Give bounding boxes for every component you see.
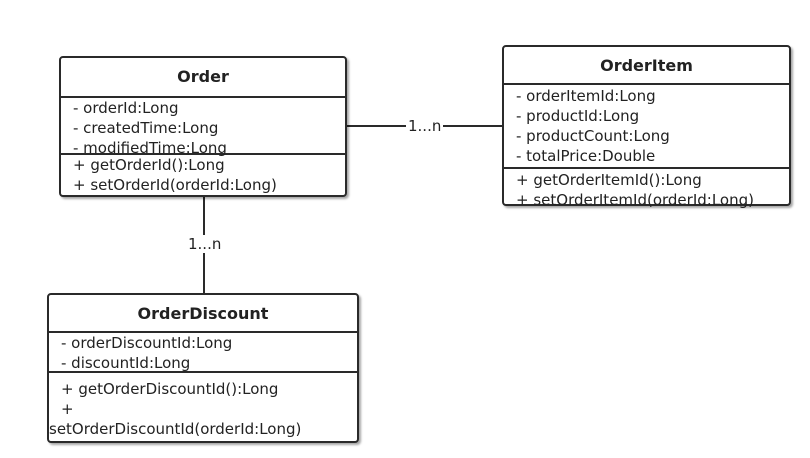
operation: + setOrderId(orderId:Long) bbox=[73, 176, 277, 194]
attribute: - productId:Long bbox=[516, 107, 640, 125]
attribute: - totalPrice:Double bbox=[516, 147, 656, 165]
operation-list: + getOrderItemId():Long + setOrderItemId… bbox=[504, 169, 789, 210]
class-order[interactable]: Order - orderId:Long - createdTime:Long … bbox=[59, 56, 347, 197]
attribute: - modifiedTime:Long bbox=[73, 139, 227, 157]
multiplicity-label-order-orderdiscount: 1...n bbox=[186, 235, 224, 253]
attribute-list: - orderDiscountId:Long - discountId:Long bbox=[49, 333, 357, 373]
class-orderdiscount[interactable]: OrderDiscount - orderDiscountId:Long - d… bbox=[47, 293, 359, 443]
attribute: - discountId:Long bbox=[61, 354, 191, 372]
operation-list: + getOrderId():Long + setOrderId(orderId… bbox=[61, 155, 345, 195]
attribute: - orderDiscountId:Long bbox=[61, 334, 233, 352]
class-orderitem[interactable]: OrderItem - orderItemId:Long - productId… bbox=[502, 45, 791, 209]
attribute: - orderItemId:Long bbox=[516, 87, 656, 105]
multiplicity-label-order-orderitem: 1...n bbox=[406, 117, 444, 135]
attribute: - productCount:Long bbox=[516, 127, 670, 145]
operation: setOrderDiscountId(orderId:Long) bbox=[49, 420, 302, 438]
class-name: OrderDiscount bbox=[49, 295, 357, 333]
attribute: - createdTime:Long bbox=[73, 119, 219, 137]
operation-list: + getOrderDiscountId():Long + setOrderDi… bbox=[49, 373, 357, 439]
operation: + bbox=[61, 400, 74, 418]
operation: + getOrderDiscountId():Long bbox=[61, 380, 279, 398]
operation: + getOrderId():Long bbox=[73, 156, 225, 174]
class-name: Order bbox=[61, 58, 345, 98]
operation: + getOrderItemId():Long bbox=[516, 171, 702, 189]
attribute: - orderId:Long bbox=[73, 99, 179, 117]
attribute-list: - orderId:Long - createdTime:Long - modi… bbox=[61, 98, 345, 157]
attribute-list: - orderItemId:Long - productId:Long - pr… bbox=[504, 85, 789, 169]
class-name: OrderItem bbox=[504, 47, 789, 85]
operation: + setOrderItemId(orderId:Long) bbox=[516, 191, 754, 209]
